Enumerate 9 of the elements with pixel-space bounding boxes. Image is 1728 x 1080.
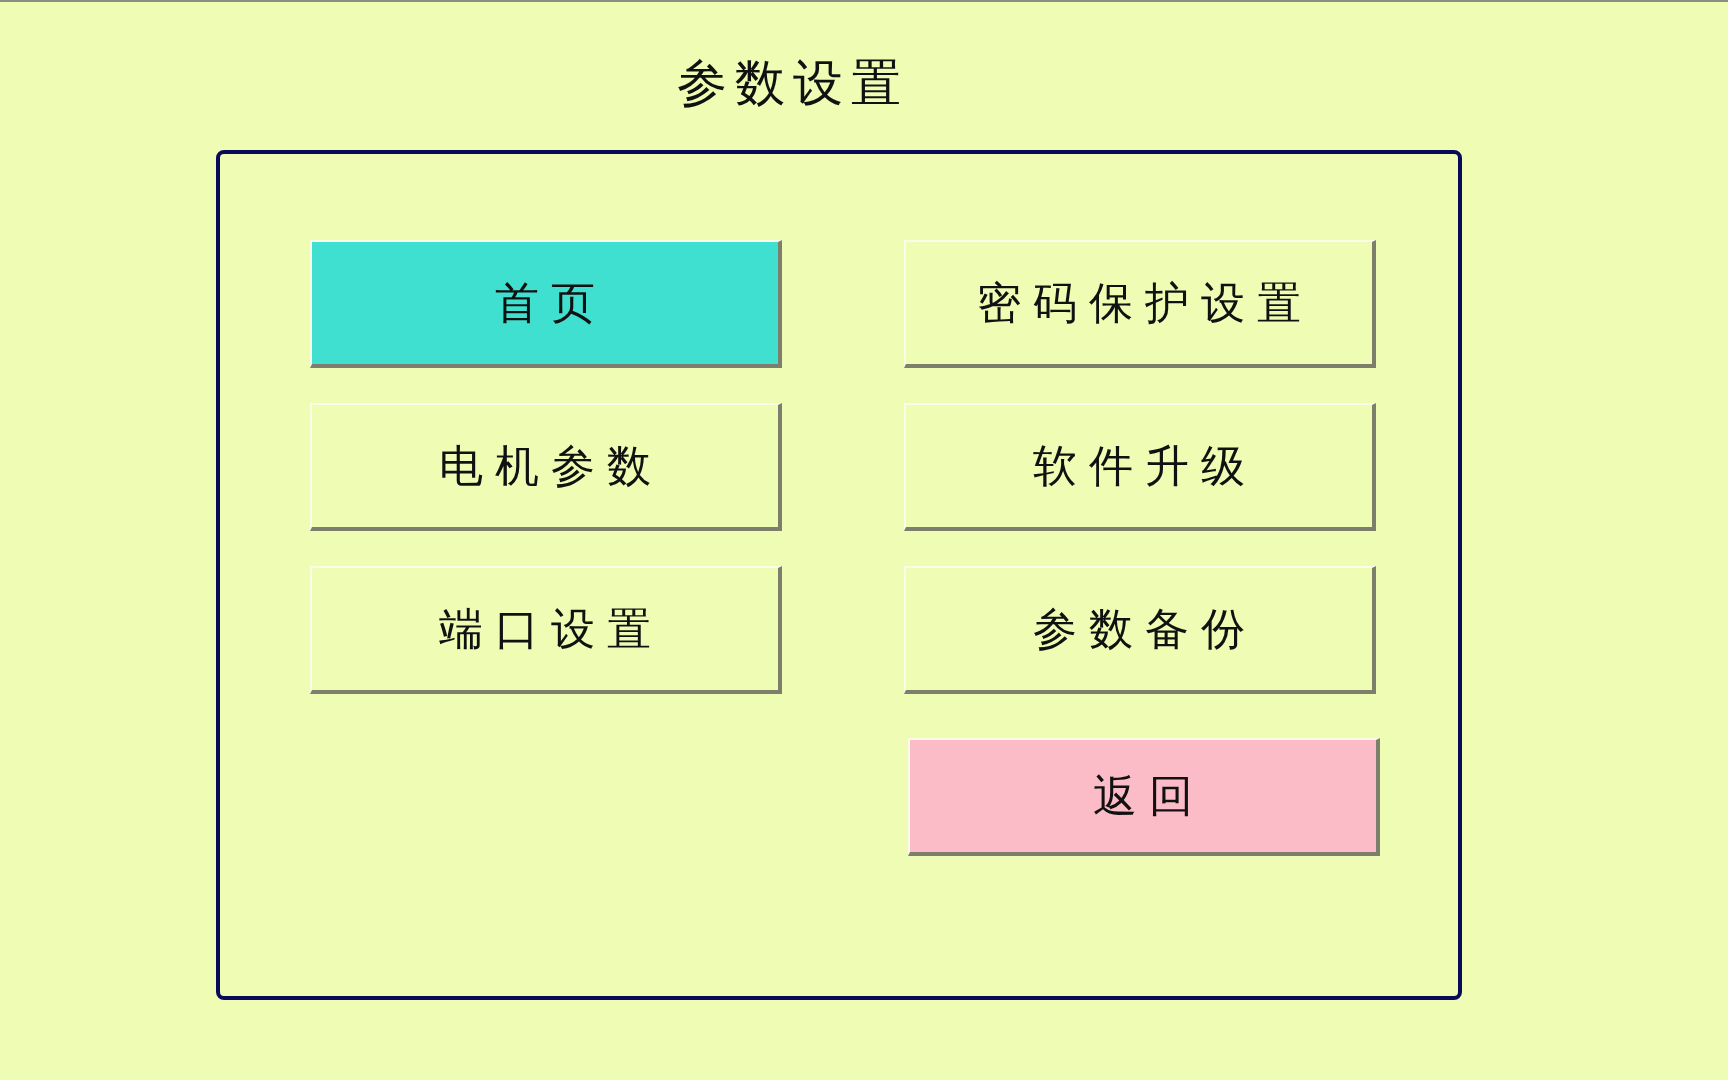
menu-button: 密码保护设置: [904, 240, 1376, 368]
menu-button: 首页: [310, 240, 782, 368]
menu-button: 端口设置: [310, 566, 782, 694]
menu-button: 软件升级: [904, 403, 1376, 531]
menu-button: 电机参数: [310, 403, 782, 531]
screen-title: 参数设置: [676, 53, 910, 114]
menu-button: 返回: [908, 738, 1380, 856]
panel-frame: [216, 150, 1462, 1000]
menu-button: 参数备份: [904, 566, 1376, 694]
